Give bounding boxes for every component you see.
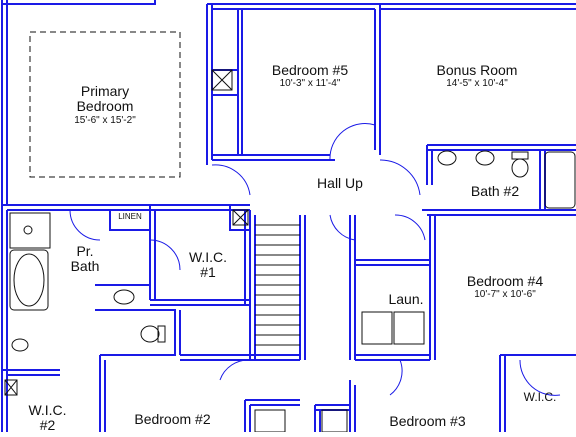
room-name: LINEN	[118, 212, 142, 221]
door-swings	[69, 123, 561, 396]
room-dims: 14'-5" x 10'-4"	[446, 78, 508, 90]
room-bonus-room: Bonus Room 14'-5" x 10'-4"	[417, 62, 537, 90]
bedroom2-west-wall	[99, 355, 106, 432]
room-bedroom-5: Bedroom #5 10'-3" x 11'-4"	[250, 62, 370, 90]
bedroom2-east-wall	[244, 400, 251, 432]
room-dims: 15'-6" x 15'-2"	[74, 114, 136, 126]
room-name: W.I.C. #2	[28, 402, 67, 434]
room-bedroom-2: Bedroom #2	[115, 411, 230, 427]
room-hall-up: Hall Up	[300, 175, 380, 191]
room-name: Bedroom #3	[389, 413, 466, 429]
room-wic-2: W.I.C. #2	[20, 402, 75, 434]
wic-west-wall	[499, 355, 506, 432]
bedroom3-west-wall	[349, 380, 356, 432]
room-name: W.I.C.	[523, 390, 557, 404]
room-laun: Laun.	[376, 291, 436, 307]
room-name: W.I.C. #1	[188, 249, 228, 281]
primary-east-wall	[206, 4, 213, 165]
tub-icon	[9, 249, 49, 311]
wic2-top-wall	[2, 369, 60, 376]
room-name: Bonus Room	[436, 62, 518, 78]
sink-icon	[11, 338, 29, 352]
bath-lower2-west	[314, 405, 321, 432]
bonus-top-wall	[380, 3, 576, 10]
wic1-shelf-box	[229, 205, 250, 231]
bath-lower-top-wall	[245, 399, 300, 406]
room-primary-bedroom: Primary Bedroom 15'-6" x 15'-2"	[40, 83, 170, 126]
room-name: Bedroom #4	[466, 273, 544, 289]
west-wall-lower	[1, 210, 8, 432]
stair-west-wall	[249, 215, 256, 360]
wic1-top-wall	[150, 204, 250, 211]
laundry-west-wall	[349, 215, 356, 360]
bedroom5-bottom-wall	[212, 154, 335, 161]
hall-lower-wall	[180, 354, 300, 361]
toilet-room-wall	[174, 310, 181, 355]
toilet-room	[100, 309, 176, 356]
bed-outline	[29, 31, 181, 178]
room-name: Bedroom #2	[134, 411, 211, 427]
bath2-tub-wall	[539, 150, 546, 210]
wic1-bottom-wall	[150, 299, 250, 306]
laundry-bottom-wall	[355, 354, 430, 361]
room-name: Bedroom #5	[271, 62, 349, 78]
room-name: Laun.	[388, 291, 424, 307]
room-bedroom-3: Bedroom #3	[370, 413, 485, 429]
room-wic: W.I.C.	[510, 390, 570, 404]
west-exterior-wall	[1, 0, 8, 210]
shower-icon	[9, 212, 51, 249]
room-bedroom-4: Bedroom #4 10'-7" x 10'-6"	[450, 273, 560, 301]
room-name: Bath #2	[470, 183, 520, 199]
bedroom5-top-wall	[207, 3, 380, 10]
room-dims: 10'-7" x 10'-6"	[474, 289, 536, 301]
wic1-west-wall	[149, 205, 156, 300]
bath-lower2-top	[315, 404, 350, 411]
bedroom5-east-wall	[374, 4, 381, 155]
room-name: Primary Bedroom	[76, 83, 134, 115]
bonus-bottom-wall	[427, 144, 576, 151]
room-name: Hall Up	[317, 175, 363, 191]
laundry-top-wall	[355, 259, 430, 266]
prbath-top-wall	[2, 204, 100, 211]
linen-top-wall	[100, 204, 150, 211]
prbath-vanity	[95, 284, 150, 311]
bath2-west-wall	[426, 145, 433, 185]
primary-top-wall	[2, 0, 156, 5]
room-wic-1: W.I.C. #1	[178, 249, 238, 281]
bedroom5-closet-wall	[237, 9, 243, 155]
room-bath-2: Bath #2	[460, 183, 530, 199]
room-name: Pr. Bath	[70, 243, 100, 275]
room-pr-bath: Pr. Bath	[60, 243, 110, 275]
bath2-bottom-wall	[422, 209, 576, 216]
room-dims: 10'-3" x 11'-4"	[279, 78, 341, 90]
toilet-icon	[140, 325, 160, 343]
room-linen: LINEN	[110, 212, 150, 222]
stair-east-wall	[299, 215, 306, 360]
laundry-east-wall	[429, 215, 436, 360]
